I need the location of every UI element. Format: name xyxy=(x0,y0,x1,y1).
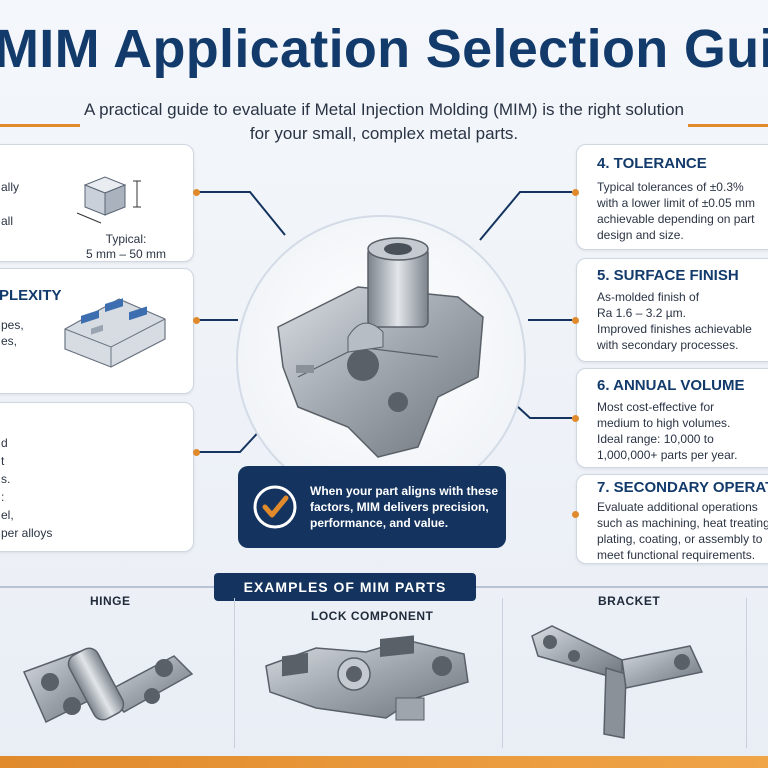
callout-line-2: factors, MIM delivers precision, xyxy=(310,500,489,514)
title-rule-right xyxy=(688,124,768,127)
callout-line-3: performance, and value. xyxy=(310,516,449,530)
summary-callout: When your part aligns with these factors… xyxy=(238,466,506,548)
tolerance-connector-dot xyxy=(572,189,579,196)
tolerance-heading: 4. TOLERANCE xyxy=(597,155,707,172)
card-secondary-operations: 7. SECONDARY OPERAT Evaluate additional … xyxy=(576,474,768,564)
tolerance-text-2: with a lower limit of ±0.05 mm xyxy=(597,196,755,210)
volume-heading: 6. ANNUAL VOLUME xyxy=(597,377,745,394)
card-tolerance: 4. TOLERANCE Typical tolerances of ±0.3%… xyxy=(576,144,768,250)
card-annual-volume: 6. ANNUAL VOLUME Most cost-effective for… xyxy=(576,368,768,468)
tolerance-text-1: Typical tolerances of ±0.3% xyxy=(597,180,744,194)
examples-banner: EXAMPLES OF MIM PARTS xyxy=(214,573,476,601)
secondary-text-4: meet functional requirements. xyxy=(597,548,756,562)
material-text-3: s. xyxy=(1,472,11,486)
material-text-1: d xyxy=(1,436,8,450)
secondary-text-3: plating, coating, or assembly to xyxy=(597,532,763,546)
card-size: ally all Typical: 5 mm – 50 mm xyxy=(0,144,194,262)
featured-part-circle xyxy=(236,215,526,505)
material-text-2: t xyxy=(1,454,5,468)
size-text-1: ally xyxy=(1,180,20,194)
size-connector-dot xyxy=(193,189,200,196)
secondary-connector-dot xyxy=(572,511,579,518)
volume-text-3: Ideal range: 10,000 to xyxy=(597,432,714,446)
subtitle-line-2: for your small, complex metal parts. xyxy=(249,124,519,143)
page-subtitle: A practical guide to evaluate if Metal I… xyxy=(0,98,768,146)
complexity-connector-dot xyxy=(193,317,200,324)
secondary-text-1: Evaluate additional operations xyxy=(597,500,758,514)
surface-text-2: Ra 1.6 – 3.2 µm. xyxy=(597,306,686,320)
callout-line-1: When your part aligns with these xyxy=(310,484,499,498)
tolerance-text-3: achievable depending on part xyxy=(597,212,755,226)
complexity-text-1: pes, xyxy=(1,318,24,332)
hinge-part-image xyxy=(22,647,194,724)
material-text-5: el, xyxy=(1,508,14,522)
size-caption-2: 5 mm – 50 mm xyxy=(85,247,166,261)
lock-component-image xyxy=(265,635,469,721)
complexity-heading: PLEXITY xyxy=(0,287,62,304)
example-label-lock: LOCK COMPONENT xyxy=(311,609,434,623)
featured-part-image xyxy=(277,237,484,458)
volume-text-1: Most cost-effective for xyxy=(597,400,715,414)
secondary-heading: 7. SECONDARY OPERAT xyxy=(597,479,768,496)
example-label-bracket: BRACKET xyxy=(598,594,661,608)
page-title: MIM Application Selection Gui xyxy=(0,19,768,79)
tolerance-text-4: design and size. xyxy=(597,228,684,242)
cube-dimension-icon xyxy=(76,176,141,224)
material-text-4: : xyxy=(1,490,5,504)
card-material: d t s. : el, per alloys xyxy=(0,402,194,552)
surface-text-4: with secondary processes. xyxy=(597,338,739,352)
subtitle-line-1: A practical guide to evaluate if Metal I… xyxy=(83,100,684,119)
complexity-text-2: es, xyxy=(1,334,18,348)
surface-connector-dot xyxy=(572,317,579,324)
check-badge-icon xyxy=(253,485,297,529)
example-label-hinge: HINGE xyxy=(90,594,131,608)
card-surface-finish: 5. SURFACE FINISH As-molded finish of Ra… xyxy=(576,258,768,362)
callout-text: When your part aligns with these factors… xyxy=(310,483,498,531)
material-text-6: per alloys xyxy=(1,526,53,540)
example-divider-3 xyxy=(746,598,747,748)
surface-text-3: Improved finishes achievable xyxy=(597,322,752,336)
bottom-accent-bar xyxy=(0,756,768,768)
card-complexity: PLEXITY pes, es, xyxy=(0,268,194,394)
connector-size xyxy=(197,191,286,236)
material-connector-dot xyxy=(193,449,200,456)
volume-text-2: medium to high volumes. xyxy=(597,416,731,430)
size-caption-1: Typical: xyxy=(105,232,147,246)
connector-tolerance xyxy=(479,191,572,241)
example-divider-1 xyxy=(234,598,235,748)
secondary-text-2: such as machining, heat treating, xyxy=(597,516,768,530)
surface-text-1: As-molded finish of xyxy=(597,290,700,304)
volume-text-4: 1,000,000+ parts per year. xyxy=(597,448,738,462)
bracket-part-image xyxy=(531,625,704,739)
surface-heading: 5. SURFACE FINISH xyxy=(597,267,739,284)
size-text-3: all xyxy=(1,214,14,228)
volume-connector-dot xyxy=(572,415,579,422)
complex-part-icon xyxy=(64,298,166,368)
title-rule-left xyxy=(0,124,80,127)
example-divider-2 xyxy=(502,598,503,748)
